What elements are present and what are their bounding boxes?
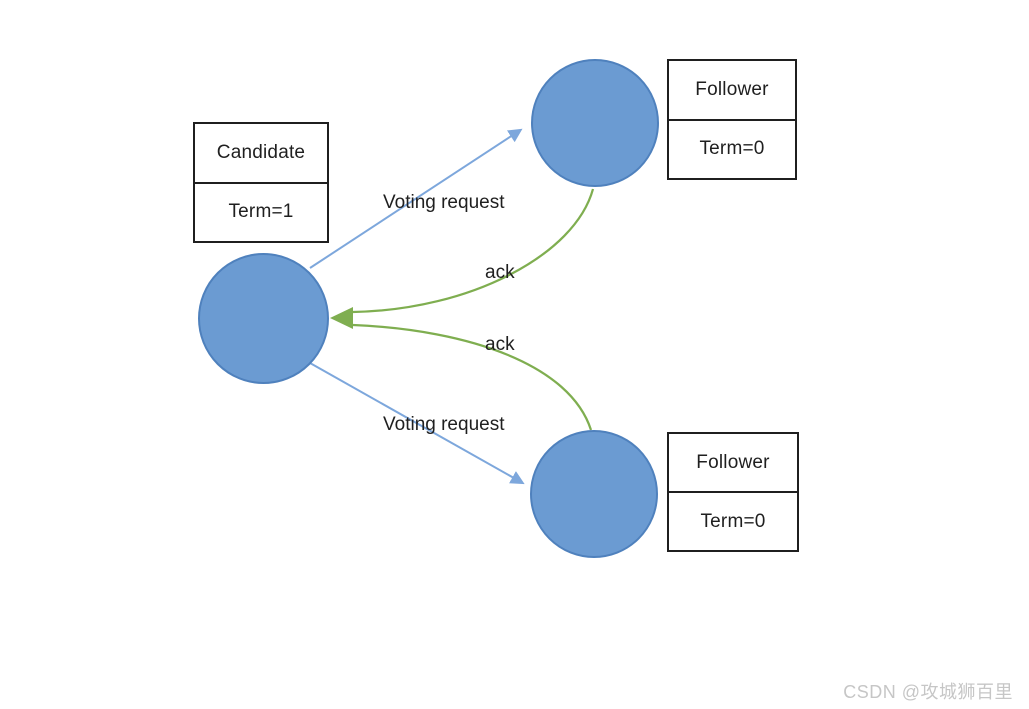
voting-request-label-bottom: Voting request: [383, 414, 505, 435]
candidate-term-label: Term=1: [195, 181, 327, 242]
follower-bottom-role-label: Follower: [696, 451, 770, 473]
csdn-watermark: CSDN @攻城狮百里: [843, 682, 1013, 702]
voting-request-arrow-top: [309, 128, 523, 269]
follower-top-info-box: Follower Term=0: [667, 59, 797, 180]
voting-request-arrow-bottom: [309, 362, 525, 485]
ack-curve-top: [352, 188, 595, 314]
ack-label-bottom: ack: [485, 334, 515, 355]
candidate-role-label: Candidate: [216, 141, 306, 163]
ack-label-top: ack: [485, 262, 515, 283]
follower-node-bottom: [530, 430, 658, 558]
ack-curve-bottom: [352, 323, 593, 431]
follower-top-role-label: Follower: [695, 78, 769, 100]
voting-request-label-top: Voting request: [383, 192, 505, 213]
candidate-node: [198, 253, 329, 384]
follower-node-top: [531, 59, 659, 187]
follower-bottom-info-box: Follower Term=0: [667, 432, 799, 552]
green-arrowhead-icon: [330, 307, 353, 329]
candidate-info-box: Candidate Term=1: [193, 122, 329, 243]
follower-top-term-label: Term=0: [669, 118, 795, 179]
follower-bottom-term-label: Term=0: [669, 491, 797, 550]
